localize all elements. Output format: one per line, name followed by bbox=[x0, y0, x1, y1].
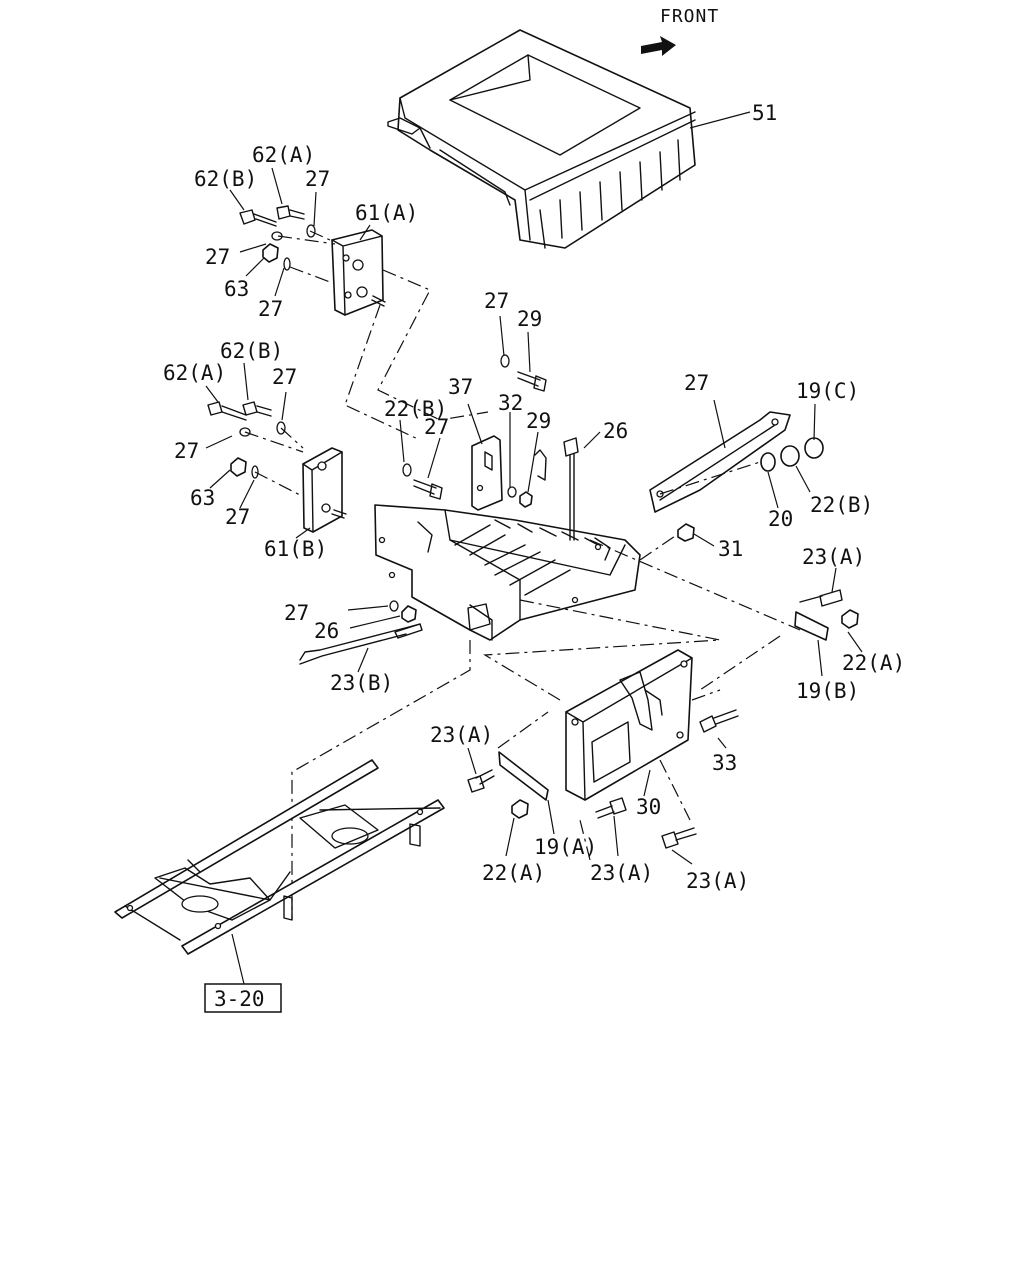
callout-27: 27 bbox=[305, 167, 330, 191]
callout-27: 27 bbox=[225, 505, 250, 529]
callout-31: 31 bbox=[718, 537, 743, 561]
callout-22b: 22(B) bbox=[810, 493, 873, 517]
callout-23a: 23(A) bbox=[590, 861, 653, 885]
callout-61b: 61(B) bbox=[264, 537, 327, 561]
callout-23a: 23(A) bbox=[686, 869, 749, 893]
callout-62b: 62(B) bbox=[194, 167, 257, 191]
nut-31 bbox=[677, 523, 695, 542]
reference-box-label: 3-20 bbox=[214, 987, 265, 1011]
callout-62a: 62(A) bbox=[163, 361, 226, 385]
callout-37: 37 bbox=[448, 375, 473, 399]
front-arrow-icon bbox=[641, 36, 676, 56]
callout-23a: 23(A) bbox=[430, 723, 493, 747]
callout-63: 63 bbox=[224, 277, 249, 301]
callout-33: 33 bbox=[712, 751, 737, 775]
callout-27: 22(B) bbox=[384, 397, 447, 421]
callout-22a: 22(A) bbox=[842, 651, 905, 675]
callout-62b: 62(B) bbox=[220, 339, 283, 363]
callout-62a: 62(A) bbox=[252, 143, 315, 167]
callout-32: 26 bbox=[603, 419, 628, 443]
callout-27: 27 bbox=[284, 601, 309, 625]
callout-22a: 22(A) bbox=[482, 861, 545, 885]
callout-23a: 23(A) bbox=[802, 545, 865, 569]
bracket-19b-part bbox=[794, 589, 859, 641]
callout-22b: 19(C) bbox=[796, 379, 859, 403]
callout-19a: 19(A) bbox=[534, 835, 597, 859]
bolt-29-upper bbox=[517, 371, 547, 392]
callout-63: 63 bbox=[190, 486, 215, 510]
callout-51: 51 bbox=[752, 101, 777, 125]
callout-30: 30 bbox=[636, 795, 661, 819]
callout-20: 20 bbox=[768, 507, 793, 531]
callout-27: 32 bbox=[498, 391, 523, 415]
callout-27: 27 bbox=[174, 439, 199, 463]
callout-27: 27 bbox=[258, 297, 283, 321]
bracket-37-part bbox=[471, 435, 547, 511]
bolt-29-mid bbox=[413, 479, 443, 500]
callout-27: 27 bbox=[205, 245, 230, 269]
callout-26: 26 bbox=[314, 619, 339, 643]
callout-29: 29 bbox=[517, 307, 542, 331]
washer-20 bbox=[760, 452, 776, 472]
bracket-30-part bbox=[565, 649, 693, 801]
callout-27: 27 bbox=[484, 289, 509, 313]
callout-labels: 51 62(A) 62(B) 27 61(A) 27 63 27 27 29 6… bbox=[163, 101, 905, 893]
callout-19c: 27 bbox=[684, 371, 709, 395]
reference-box bbox=[204, 983, 282, 1013]
callout-29: 27 bbox=[424, 415, 449, 439]
battery-cover-part bbox=[387, 29, 696, 249]
bolt-33 bbox=[699, 709, 739, 733]
callout-19b: 19(B) bbox=[796, 679, 859, 703]
callout-61a: 61(A) bbox=[355, 201, 418, 225]
bracket-19a-part bbox=[498, 751, 549, 801]
callout-27: 27 bbox=[272, 365, 297, 389]
callout-23b: 23(B) bbox=[330, 671, 393, 695]
callout-26: 29 bbox=[526, 409, 551, 433]
chassis-frame-part bbox=[114, 759, 445, 955]
bolt-32 bbox=[563, 437, 579, 541]
middle-bracket-assembly bbox=[207, 401, 347, 533]
front-label: FRONT bbox=[660, 6, 719, 27]
bracket-19c-part bbox=[649, 411, 791, 513]
